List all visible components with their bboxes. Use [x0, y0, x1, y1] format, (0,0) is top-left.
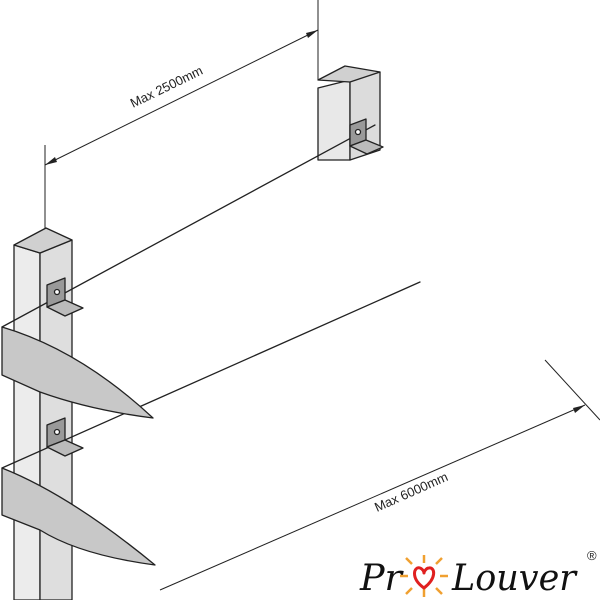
logo-text-pr: Pr: [359, 558, 404, 599]
bottom-blade: [1, 281, 421, 566]
top-blade: [1, 124, 376, 419]
width-dimension: Max 2500mm: [44, 0, 319, 230]
length-dimension: Max 6000mm: [159, 359, 600, 591]
registered-mark: ®: [587, 548, 597, 563]
sun-heart-icon: [400, 555, 448, 597]
width-dimension-label: Max 2500mm: [128, 63, 205, 111]
upper-brackets: [46, 118, 384, 317]
lower-bracket: [46, 417, 84, 457]
length-dimension-label: Max 6000mm: [372, 469, 450, 515]
prolouver-logo: Pr Louver ®: [359, 548, 597, 599]
logo-text-louver: Louver: [451, 558, 578, 599]
